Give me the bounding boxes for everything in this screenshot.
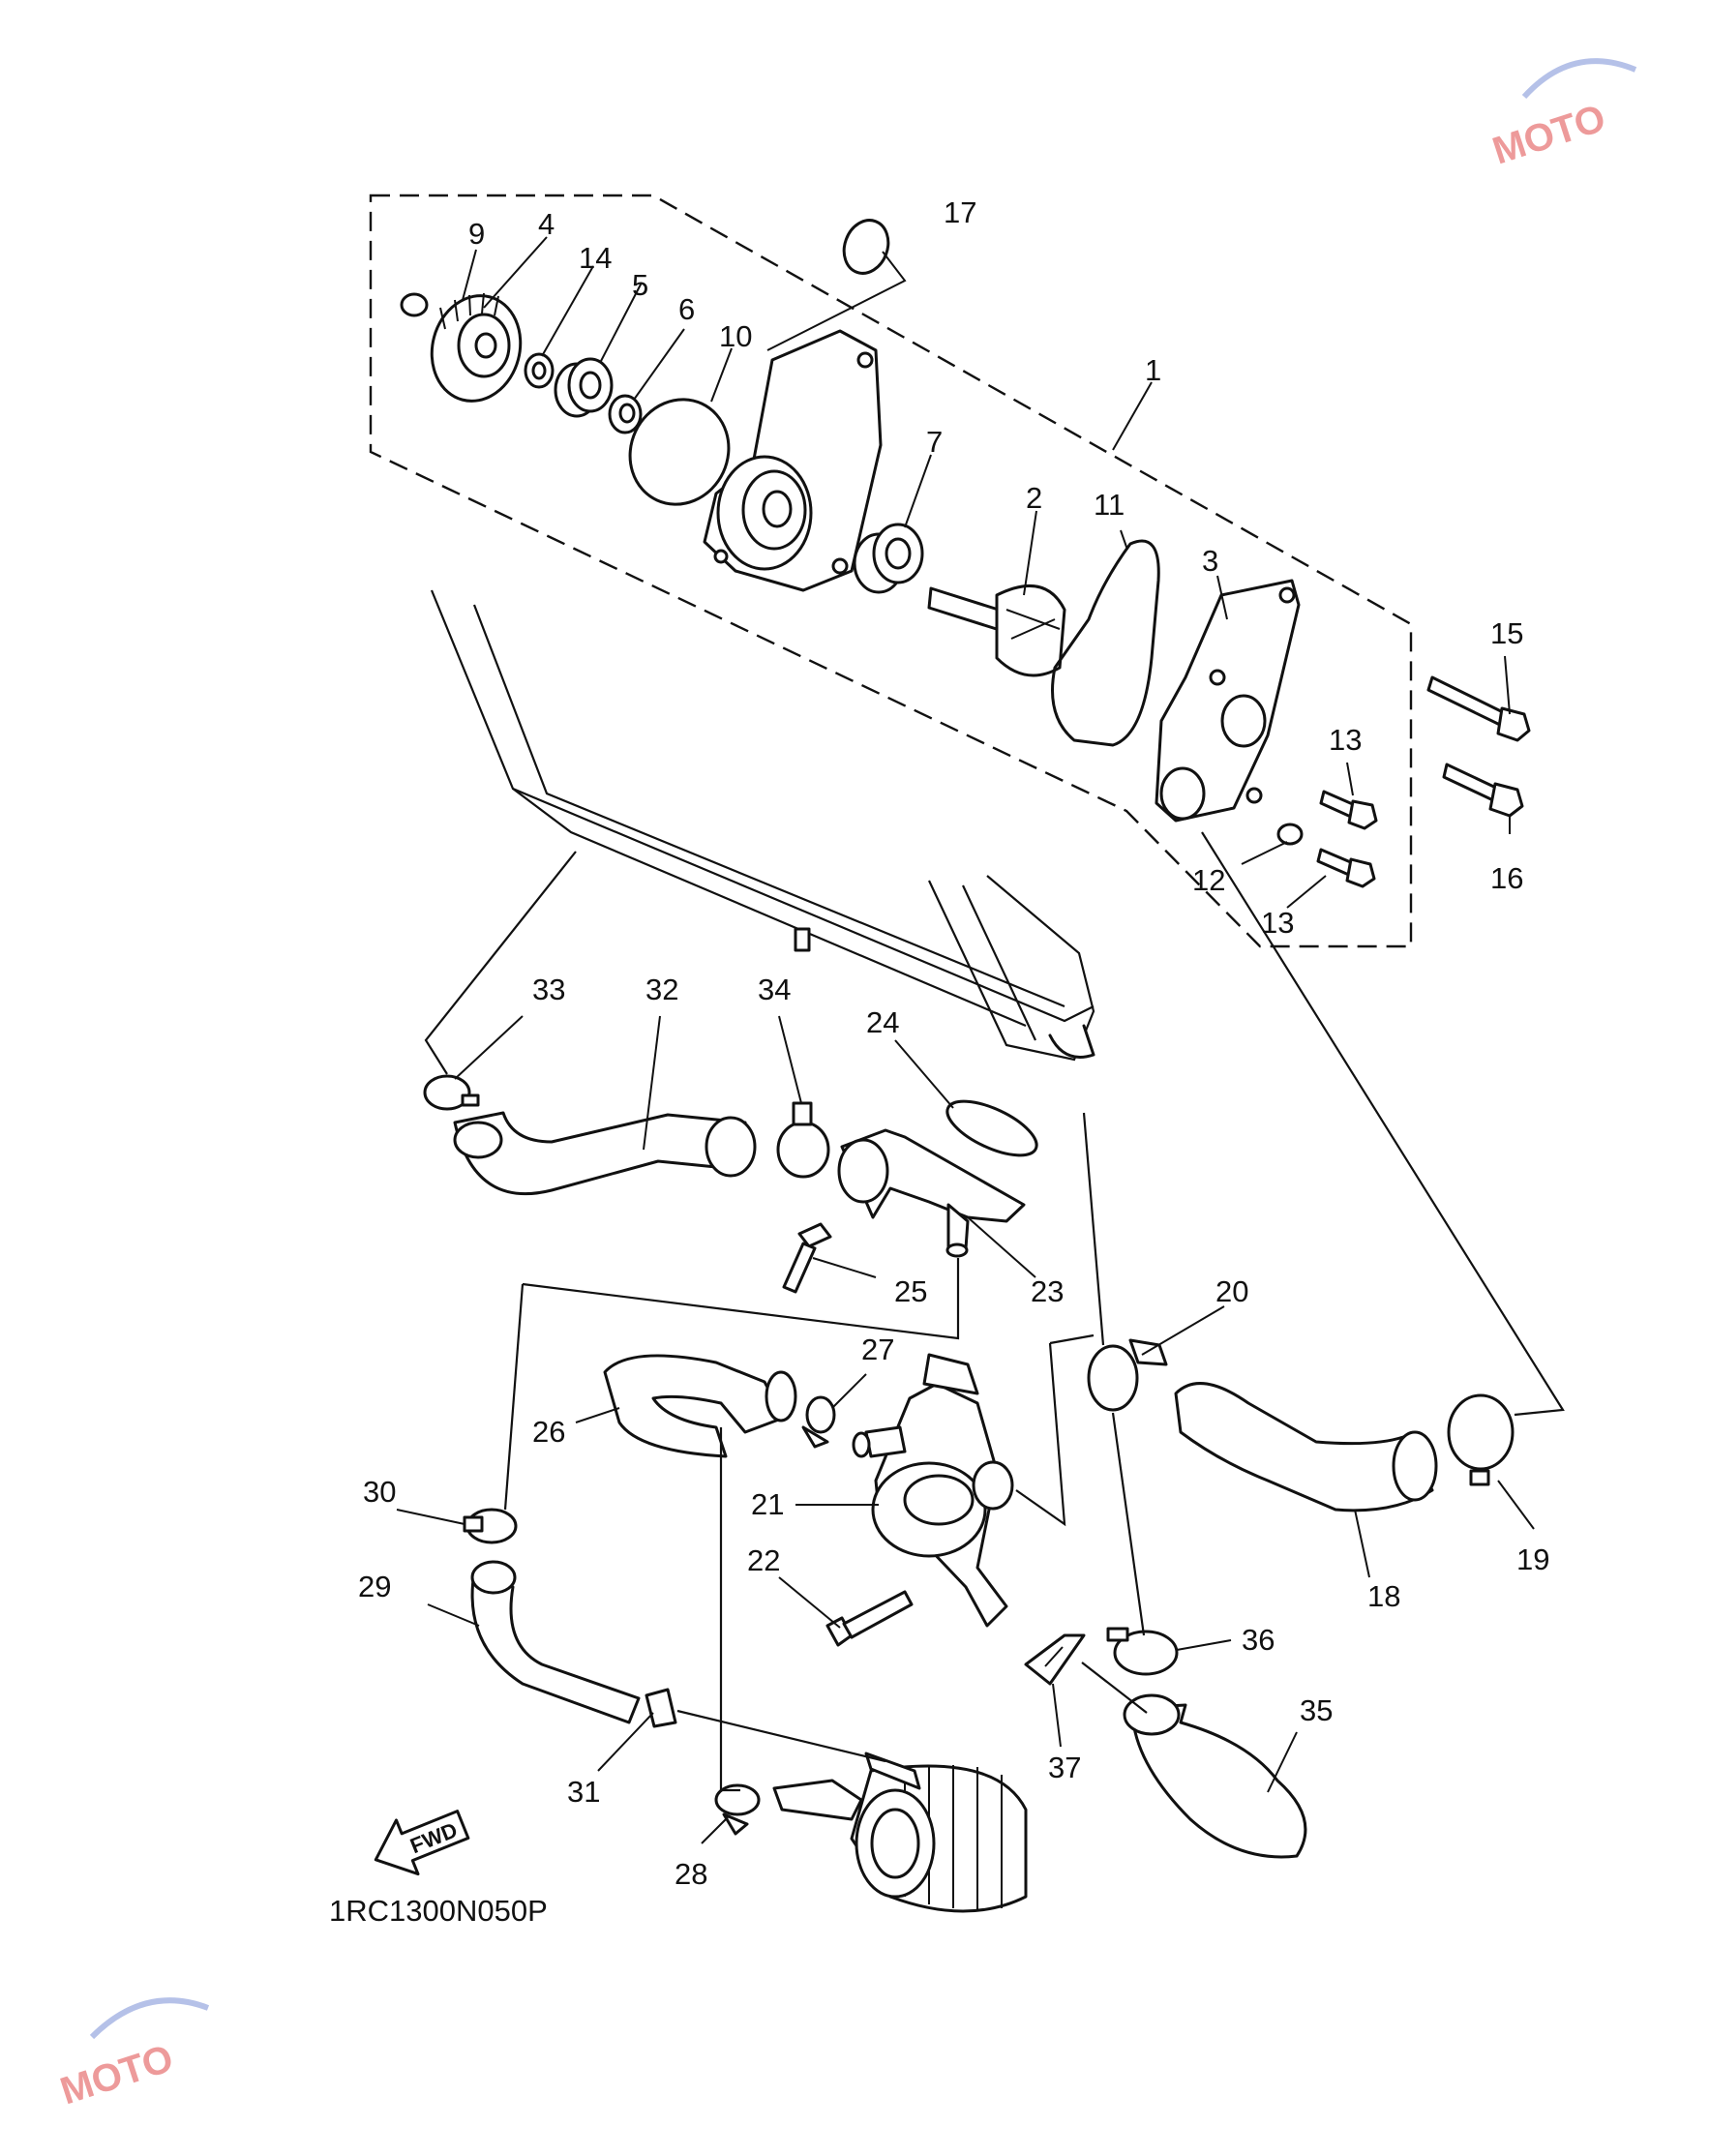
part-22-bolt [825, 1590, 914, 1647]
pump-assembly-frame [369, 194, 1413, 948]
part-7-seal [853, 523, 924, 594]
watermark-text-bottom: MOTO [55, 2037, 178, 2113]
callout-3: 3 [1202, 544, 1218, 578]
callout-5: 5 [632, 268, 648, 302]
part-34-clamp [776, 1101, 830, 1179]
part-13-bolt-lower [1316, 848, 1376, 888]
callout-21: 21 [751, 1487, 784, 1521]
callout-32: 32 [645, 973, 678, 1006]
callout-30: 30 [363, 1475, 396, 1509]
callout-6: 6 [678, 292, 695, 326]
pump-housing [703, 329, 883, 592]
part-25-bolt [782, 1222, 832, 1294]
callout-35: 35 [1300, 1693, 1333, 1727]
part-15-bolt [1426, 675, 1531, 742]
part-24-o-ring [945, 1099, 1038, 1157]
part-3-pump-cover [1155, 579, 1301, 823]
callout-19: 19 [1516, 1542, 1549, 1576]
routing-lines [424, 831, 1565, 1792]
part-35-hose [1130, 1703, 1307, 1859]
callout-24: 24 [866, 1005, 899, 1039]
fwd-arrow-icon: FWD [374, 1810, 470, 1876]
callout-labels: 1 2 3 4 5 6 7 9 10 11 12 13 13 14 15 16 … [358, 195, 1549, 1891]
diagram-code: 1RC1300N050P [329, 1894, 548, 1928]
part-11-gasket [1051, 539, 1160, 747]
part-32-hose [453, 1111, 747, 1196]
callout-1: 1 [1145, 353, 1161, 387]
part-33-clamp [423, 1074, 480, 1111]
callout-16: 16 [1490, 861, 1523, 895]
callout-2: 2 [1026, 481, 1042, 515]
callout-25: 25 [894, 1274, 927, 1308]
callout-26: 26 [532, 1415, 565, 1449]
part-10-o-ring [628, 398, 731, 506]
part-21-thermostat-housing [852, 1353, 1014, 1628]
oil-cooler [772, 1752, 1028, 1913]
callout-28: 28 [675, 1857, 707, 1891]
callout-29: 29 [358, 1570, 391, 1603]
part-12-washer [1276, 823, 1304, 846]
callout-9: 9 [468, 217, 485, 251]
callout-4: 4 [538, 207, 555, 241]
callout-13-lower: 13 [1261, 906, 1294, 940]
callout-14: 14 [579, 241, 612, 275]
callout-12: 12 [1192, 863, 1225, 897]
part-4-gear [430, 292, 523, 403]
part-5-bearing [554, 357, 614, 418]
callout-37: 37 [1048, 1751, 1081, 1784]
callout-31: 31 [567, 1775, 600, 1809]
part-31-clamp [645, 1688, 677, 1728]
part-9-circlip [400, 292, 429, 317]
watermark-logo-bottom: MOTO [55, 1997, 210, 2113]
callout-27: 27 [861, 1333, 894, 1366]
callout-22: 22 [747, 1543, 780, 1577]
callout-23: 23 [1031, 1274, 1064, 1308]
part-27-clamp [801, 1395, 836, 1449]
part-23-fitting [837, 1128, 1026, 1258]
part-26-hose [603, 1354, 786, 1458]
callout-36: 36 [1242, 1623, 1275, 1657]
leader-lines [396, 236, 1535, 1844]
callout-20: 20 [1215, 1274, 1248, 1308]
part-30-clamp [463, 1508, 518, 1544]
part-13-bolt-upper [1319, 790, 1378, 830]
part-2-impeller [927, 584, 1066, 677]
callout-17: 17 [944, 195, 976, 229]
part-19-clamp [1447, 1393, 1515, 1486]
part-29-hose [470, 1571, 641, 1724]
part-36-clamp [1106, 1627, 1179, 1676]
callout-18: 18 [1367, 1579, 1400, 1613]
part-20-clamp [1087, 1338, 1168, 1412]
callout-15: 15 [1490, 616, 1523, 650]
part-37-clip [1024, 1633, 1086, 1686]
callout-13-upper: 13 [1329, 723, 1362, 757]
callout-7: 7 [926, 425, 943, 459]
watermark-logo-top: MOTO [1487, 58, 1637, 173]
watermark-text-top: MOTO [1487, 97, 1610, 173]
radiator-outline [430, 589, 1095, 1062]
callout-34: 34 [758, 973, 791, 1006]
part-17-o-ring [842, 219, 890, 275]
part-28-clamp [714, 1783, 761, 1836]
part-18-hose [1174, 1382, 1434, 1512]
callout-33: 33 [532, 973, 565, 1006]
part-16-bolt [1442, 763, 1524, 818]
callout-10: 10 [719, 319, 752, 353]
callout-11: 11 [1094, 488, 1125, 522]
